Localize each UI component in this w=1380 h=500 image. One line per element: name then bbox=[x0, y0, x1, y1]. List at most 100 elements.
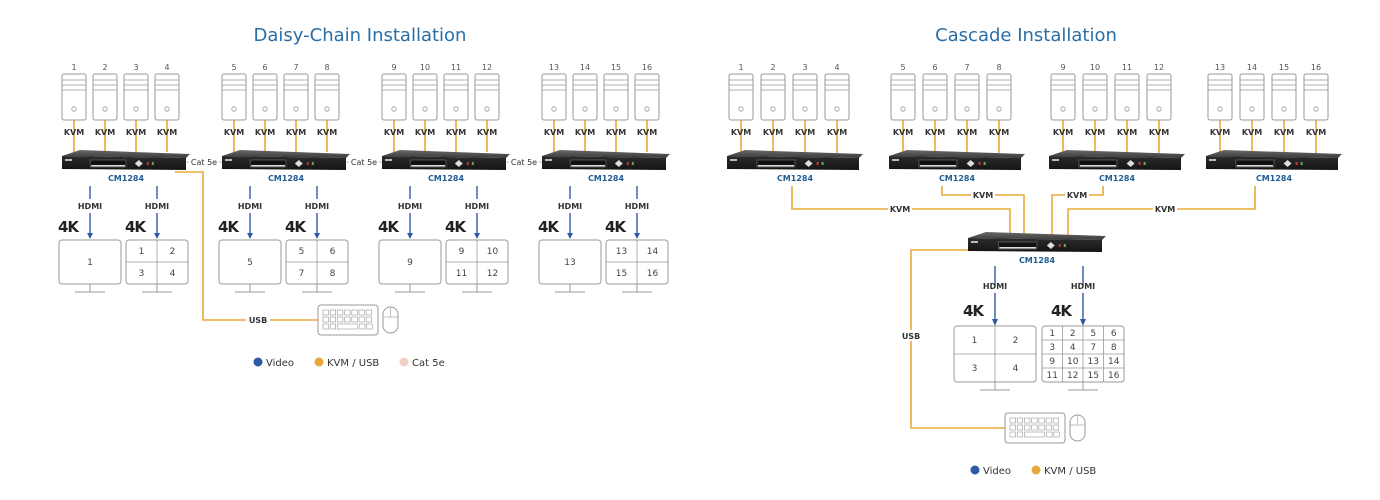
label-background bbox=[900, 330, 922, 341]
computer-tower bbox=[824, 73, 850, 121]
computer-tower bbox=[792, 73, 818, 121]
key bbox=[337, 309, 344, 316]
screen-region-label: 12 bbox=[1067, 371, 1078, 381]
led-indicator bbox=[151, 162, 154, 165]
power-button-icon bbox=[1281, 106, 1287, 112]
hdmi-label: HDMI bbox=[465, 202, 489, 211]
usb-label: USB bbox=[249, 316, 267, 325]
key bbox=[1046, 431, 1053, 438]
tower-case bbox=[443, 73, 469, 121]
screen-region-label: 11 bbox=[1047, 371, 1058, 381]
tower-case bbox=[1239, 73, 1265, 121]
power-button-icon bbox=[1156, 106, 1162, 112]
kvm-cable-label: KVM bbox=[95, 128, 115, 137]
computer-number: 16 bbox=[1311, 63, 1321, 72]
switch-top bbox=[968, 232, 1106, 240]
power-button-icon bbox=[834, 106, 840, 112]
monitor-quad bbox=[125, 239, 189, 293]
tower-case bbox=[541, 73, 567, 121]
key bbox=[1053, 431, 1060, 438]
power-button-icon bbox=[644, 106, 650, 112]
key bbox=[329, 316, 337, 323]
legend-label: Cat 5e bbox=[412, 358, 445, 369]
key bbox=[329, 323, 337, 330]
screen-label: 1 bbox=[87, 258, 93, 268]
kvm-cable-label: KVM bbox=[795, 128, 815, 137]
key bbox=[1016, 417, 1024, 424]
led-indicator bbox=[1143, 162, 1146, 165]
kvm-cable-label: KVM bbox=[255, 128, 275, 137]
hdmi-label: HDMI bbox=[625, 202, 649, 211]
key bbox=[358, 316, 365, 323]
power-button-icon bbox=[582, 106, 588, 112]
port-label-strip bbox=[757, 165, 794, 167]
port-panel bbox=[569, 159, 607, 168]
switch-model-label: CM1284 bbox=[108, 174, 145, 183]
brand-logo bbox=[971, 241, 978, 243]
computer-tower bbox=[1114, 73, 1140, 121]
computer-number: 15 bbox=[611, 63, 621, 72]
computer-number: 10 bbox=[420, 63, 430, 72]
screen-label: 5 bbox=[247, 258, 253, 268]
power-button-icon bbox=[900, 106, 906, 112]
key bbox=[1016, 424, 1024, 431]
screen-region-label: 15 bbox=[616, 269, 627, 279]
kvm-switch-cm1284 bbox=[222, 150, 350, 170]
screen-region-label: 13 bbox=[1088, 357, 1099, 367]
led-indicator bbox=[978, 162, 981, 165]
badge-4k: 4K bbox=[58, 218, 80, 236]
key bbox=[365, 309, 373, 316]
keyboard-mouse bbox=[317, 304, 399, 336]
screen-region-label: 1 bbox=[972, 336, 978, 346]
navigation-button bbox=[1126, 160, 1135, 167]
tower-case bbox=[954, 73, 980, 121]
led-indicator bbox=[821, 162, 824, 165]
power-button-icon bbox=[293, 106, 299, 112]
monitor-quad bbox=[605, 239, 669, 293]
kvm-cable-label: KVM bbox=[157, 128, 177, 137]
led-indicator bbox=[1058, 244, 1061, 247]
brand-logo bbox=[892, 159, 899, 161]
screen-region-label: 6 bbox=[1111, 329, 1117, 339]
arrow-head-icon bbox=[634, 233, 640, 239]
computer-number: 1 bbox=[738, 63, 743, 72]
screen-region-label: 4 bbox=[1013, 364, 1019, 374]
tower-case bbox=[1146, 73, 1172, 121]
kvm-cable-label: KVM bbox=[1149, 128, 1169, 137]
daisy-chain-title: Daisy-Chain Installation bbox=[254, 25, 467, 46]
switch-model-label: CM1284 bbox=[1099, 174, 1136, 183]
tower-case bbox=[123, 73, 149, 121]
power-button-icon bbox=[1249, 106, 1255, 112]
computer-number: 3 bbox=[133, 63, 138, 72]
power-button-icon bbox=[613, 106, 619, 112]
power-button-icon bbox=[422, 106, 428, 112]
computer-tower bbox=[986, 73, 1012, 121]
led-indicator bbox=[816, 162, 819, 165]
kvm-cable-label: KVM bbox=[637, 128, 657, 137]
monitor-single bbox=[378, 239, 442, 293]
key bbox=[329, 309, 337, 316]
switch-top bbox=[889, 150, 1025, 158]
computer-number: 7 bbox=[293, 63, 298, 72]
arrow-head-icon bbox=[314, 233, 320, 239]
kvm-cable-label: KVM bbox=[1053, 128, 1073, 137]
computer-number: 13 bbox=[549, 63, 559, 72]
switch-model-label: CM1284 bbox=[428, 174, 465, 183]
port-label-strip bbox=[251, 165, 285, 167]
key bbox=[351, 316, 358, 323]
hdmi-label: HDMI bbox=[145, 202, 169, 211]
computer-tower bbox=[760, 73, 786, 121]
screen-region-label: 2 bbox=[170, 247, 176, 257]
computer-number: 4 bbox=[834, 63, 839, 72]
kvm-cascade-label: KVM bbox=[1067, 191, 1087, 200]
screen-region-label: 5 bbox=[299, 247, 305, 257]
computer-number: 2 bbox=[102, 63, 107, 72]
led-indicator bbox=[1063, 244, 1066, 247]
key bbox=[358, 309, 365, 316]
power-button-icon bbox=[802, 106, 808, 112]
power-button-icon bbox=[932, 106, 938, 112]
kvm-cable-label: KVM bbox=[1085, 128, 1105, 137]
led-indicator bbox=[306, 162, 309, 165]
tower-case bbox=[1207, 73, 1233, 121]
key bbox=[1031, 424, 1038, 431]
